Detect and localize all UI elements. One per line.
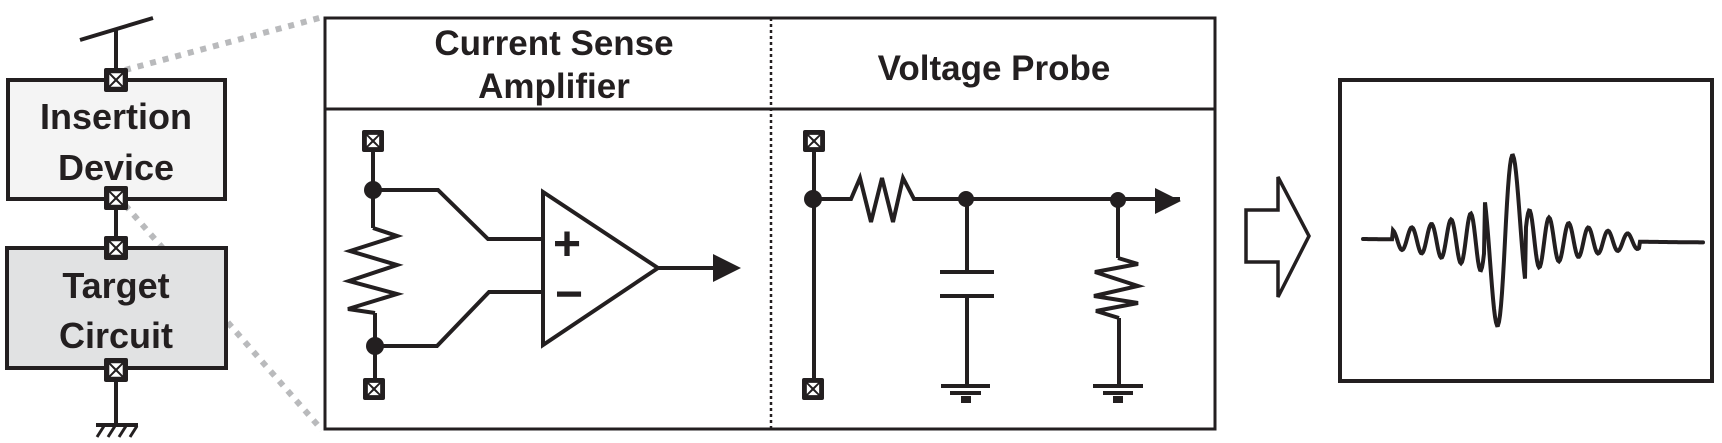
- series-resistor-icon: [813, 171, 966, 223]
- target-circuit-label-line2: Circuit: [59, 315, 173, 356]
- pad-icons-panel: [362, 130, 825, 400]
- shunt-resistor-icon: [342, 226, 405, 315]
- bond-pad-icon: [803, 130, 825, 152]
- insertion-device-label-line1: Insertion: [40, 96, 192, 137]
- current-sense-title-line1: Current Sense: [434, 24, 673, 63]
- current-sense-amplifier-schematic: + −: [342, 150, 741, 380]
- insertion-device-block[interactable]: Insertion Device: [6, 78, 227, 201]
- ground-icon: [1093, 384, 1143, 403]
- op-amp-icon: [541, 188, 662, 349]
- bond-pad-icon: [802, 378, 824, 400]
- output-arrow-icon: [713, 254, 741, 282]
- op-amp-minus: −: [555, 268, 583, 321]
- load-resistor-icon: [1093, 200, 1146, 385]
- flow-arrow-icon: [1244, 176, 1311, 298]
- oscilloscope-display: [1338, 78, 1714, 383]
- zoom-connector-lines: [122, 14, 325, 432]
- output-arrow-icon: [1155, 188, 1181, 214]
- pad-icons-left: [104, 68, 128, 382]
- antenna-symbol: [79, 16, 154, 72]
- bond-pad-icon: [104, 236, 128, 260]
- junction-dot: [958, 191, 974, 207]
- bond-pad-icon: [104, 68, 128, 92]
- target-circuit-block[interactable]: Target Circuit: [5, 246, 228, 370]
- ground-icon: [941, 384, 990, 403]
- insertion-device-label-line2: Device: [58, 147, 174, 188]
- current-sense-title-line2: Amplifier: [478, 67, 630, 106]
- bond-pad-icon: [363, 378, 385, 400]
- op-amp-plus: +: [553, 218, 581, 271]
- bond-pad-icon: [104, 358, 128, 382]
- bond-pad-icon: [104, 186, 128, 210]
- target-circuit-label-line1: Target: [62, 265, 169, 306]
- voltage-probe-title: Voltage Probe: [878, 49, 1111, 88]
- voltage-probe-schematic: [804, 150, 1181, 403]
- bond-pad-icon: [362, 130, 384, 152]
- capacitor-icon: [940, 200, 994, 385]
- waveform-trace: [1361, 153, 1705, 328]
- probe-panel: Current Sense Amplifier Voltage Probe: [323, 16, 1217, 431]
